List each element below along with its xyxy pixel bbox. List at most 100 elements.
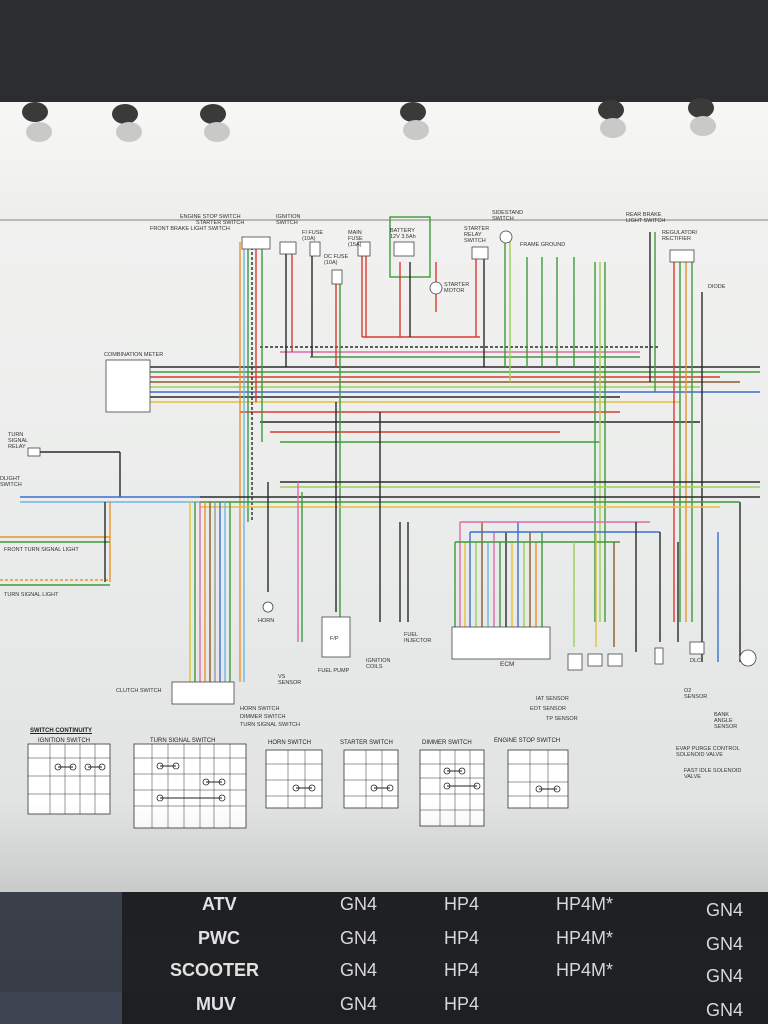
label-diode: DIODE bbox=[708, 284, 726, 290]
label-front-brake-light-switch: FRONT BRAKE LIGHT SWITCH bbox=[150, 226, 230, 232]
binder-ring-hole bbox=[112, 104, 138, 124]
chart-cell: GN4 bbox=[706, 966, 744, 986]
horn-switch-table bbox=[265, 749, 323, 809]
dlc-box bbox=[689, 641, 705, 655]
evap-valve-box bbox=[654, 647, 664, 665]
ignition-switch-connector bbox=[279, 241, 297, 255]
chart-row-label: PWC bbox=[198, 928, 240, 948]
wiring-diagram-page: ENGINE STOP SWITCH STARTER SWITCH FRONT … bbox=[0, 98, 768, 992]
engine-stop-switch-title: ENGINE STOP SWITCH bbox=[494, 738, 561, 744]
binder-ring-hole bbox=[688, 98, 714, 118]
label-engine-stop-switch: ENGINE STOP SWITCH bbox=[180, 214, 241, 220]
chart-row-label: ATV bbox=[202, 894, 237, 914]
chart-cell: GN4 bbox=[706, 900, 744, 920]
binder-ring-hole bbox=[403, 120, 429, 140]
wiring-diagram bbox=[0, 216, 760, 829]
label-combination-meter: COMBINATION METER bbox=[104, 352, 164, 358]
label-fp-box: F/P bbox=[330, 636, 339, 642]
clutch-switch-box bbox=[171, 681, 235, 705]
label-bank-angle-sensor: BANK ANGLE SENSOR bbox=[714, 712, 738, 730]
chart-cell: GN4 bbox=[340, 928, 378, 948]
binder-ring-hole bbox=[598, 100, 624, 120]
turn-signal-switch-table bbox=[133, 743, 247, 829]
chart-cell: HP4 bbox=[444, 960, 480, 980]
binder-ring-hole bbox=[26, 122, 52, 142]
starter-motor-symbol bbox=[429, 281, 443, 295]
label-fi-fuse: FI FUSE (10A) bbox=[302, 230, 324, 242]
chart-cell: HP4M* bbox=[556, 928, 614, 948]
turn-signal-relay-box bbox=[27, 447, 41, 457]
starter-relay-box bbox=[471, 246, 489, 260]
binder-ring-hole bbox=[690, 116, 716, 136]
chart-cell: GN4 bbox=[706, 1000, 744, 1020]
label-o2-sensor: O2 SENSOR bbox=[684, 688, 708, 700]
label-rear-brake-light-switch: REAR BRAKE LIGHT SWITCH bbox=[626, 212, 666, 224]
label-rear-turn-signal-light: TURN SIGNAL LIGHT bbox=[4, 592, 59, 598]
chart-cell: HP4 bbox=[444, 894, 480, 914]
label-tp-sensor: TP SENSOR bbox=[546, 716, 578, 722]
horn-switch-title: HORN SWITCH bbox=[268, 740, 311, 746]
bank-angle-symbol bbox=[739, 649, 757, 667]
label-sidestand-switch: SIDESTAND SWITCH bbox=[492, 210, 524, 222]
label-iat-sensor: IAT SENSOR bbox=[536, 696, 569, 702]
ignition-switch-title: IGNITION SWITCH bbox=[38, 738, 90, 744]
regulator-rectifier-box bbox=[669, 249, 695, 263]
label-vs-sensor: VS SENSOR bbox=[278, 674, 302, 686]
ecm-box bbox=[451, 626, 551, 660]
label-starter-relay-switch: STARTER RELAY SWITCH bbox=[464, 226, 490, 244]
main-fuse-box bbox=[357, 241, 371, 257]
ignition-switch-table bbox=[27, 743, 111, 815]
binder-ring-hole bbox=[600, 118, 626, 138]
dc-fuse-box bbox=[331, 269, 343, 285]
label-eot-sensor: EOT SENSOR bbox=[530, 706, 566, 712]
chart-cell: GN4 bbox=[340, 960, 378, 980]
engine-stop-switch-table bbox=[507, 749, 569, 809]
binder-ring-hole bbox=[200, 104, 226, 124]
dimmer-switch-title: DIMMER SWITCH bbox=[422, 740, 472, 746]
sidestand-switch-symbol bbox=[499, 230, 513, 244]
label-starter-switch: STARTER SWITCH bbox=[196, 220, 245, 226]
label-turn-signal-switch-lead: TURN SIGNAL SWITCH bbox=[240, 722, 300, 728]
combination-meter-box bbox=[105, 359, 151, 413]
chart-cell: GN4 bbox=[706, 934, 744, 954]
binder-ring-hole bbox=[400, 102, 426, 122]
binder-ring-hole bbox=[204, 122, 230, 142]
label-ignition-coils: IGNITION COILS bbox=[366, 658, 391, 670]
label-turn-signal-relay: TURN SIGNAL RELAY bbox=[8, 432, 28, 450]
label-fuel-pump: FUEL PUMP bbox=[318, 668, 350, 674]
dimmer-switch-table bbox=[419, 749, 485, 827]
fi-fuse-box bbox=[309, 241, 321, 257]
binder-ring-hole bbox=[116, 122, 142, 142]
starter-switch-title: STARTER SWITCH bbox=[340, 740, 393, 746]
label-horn-switch-lead: HORN SWITCH bbox=[240, 706, 280, 712]
label-evap: EVAP PURGE CONTROL SOLENOID VALVE bbox=[676, 746, 740, 758]
switch-continuity-heading: SWITCH CONTINUITY bbox=[30, 728, 92, 734]
label-clutch-switch: CLUTCH SWITCH bbox=[116, 688, 162, 694]
chart-cell: HP4M* bbox=[556, 960, 614, 980]
binder-crease bbox=[0, 219, 768, 221]
label-starter-motor: STARTER MOTOR bbox=[444, 282, 470, 294]
label-dlight-switch: DLIGHT SWITCH bbox=[0, 476, 22, 488]
chart-cell: HP4 bbox=[444, 994, 480, 1014]
binder-ring-hole bbox=[22, 102, 48, 122]
label-fuel-injector: FUEL INJECTOR bbox=[404, 632, 432, 644]
label-dlc: DLC bbox=[690, 658, 702, 664]
iat-sensor-box bbox=[567, 653, 583, 671]
label-main-fuse: MAIN FUSE (15A) bbox=[348, 230, 363, 248]
chart-cell: GN4 bbox=[340, 994, 378, 1014]
background-table-surface bbox=[0, 888, 768, 1024]
label-battery: BATTERY 12V 3.5Ah bbox=[390, 228, 416, 240]
handlebar-switch-connector bbox=[241, 236, 271, 250]
label-frame-ground: FRAME GROUND bbox=[520, 242, 566, 248]
label-horn: HORN bbox=[258, 618, 275, 624]
label-dc-fuse: DC FUSE (10A) bbox=[324, 254, 349, 266]
label-dimmer-switch-lead: DIMMER SWITCH bbox=[240, 714, 286, 720]
chart-cell: GN4 bbox=[340, 894, 378, 914]
chart-cell: HP4 bbox=[444, 928, 480, 948]
label-ecm: ECM bbox=[500, 661, 515, 668]
tp-sensor-box bbox=[607, 653, 623, 667]
turn-signal-switch-title: TURN SIGNAL SWITCH bbox=[150, 738, 216, 744]
label-ignition-switch: IGNITION SWITCH bbox=[276, 214, 301, 226]
label-regulator-rectifier: REGULATOR/ RECTIFIER bbox=[662, 230, 698, 242]
background-left-panel bbox=[0, 888, 122, 1024]
